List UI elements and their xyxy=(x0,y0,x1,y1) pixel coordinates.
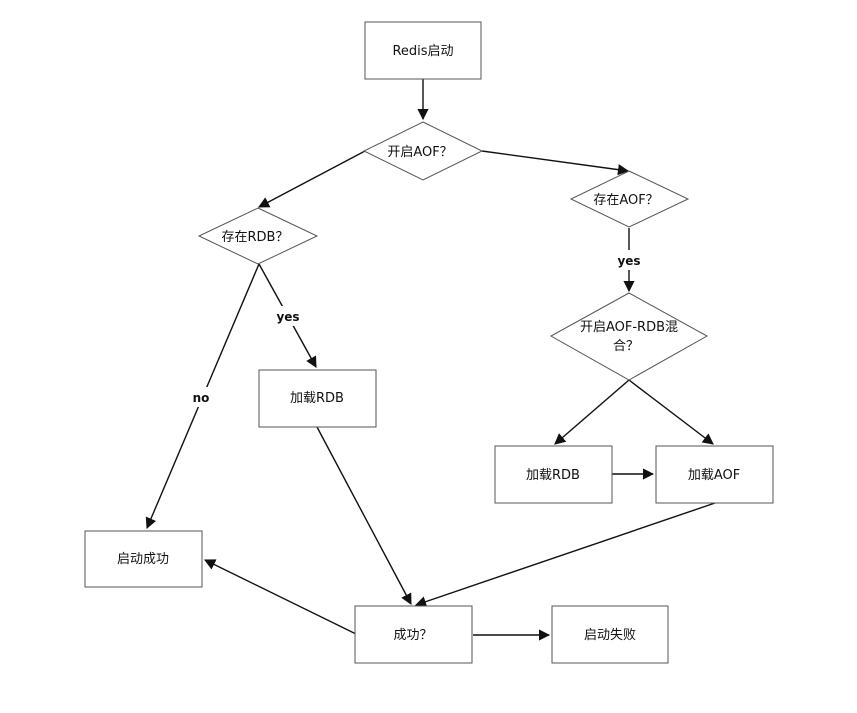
node-load-aof: 加载AOF xyxy=(655,445,774,504)
edge-load-aof-to-success-check xyxy=(414,502,716,608)
edge-hybrid-to-load-aof xyxy=(628,379,714,445)
edge-aof-enabled-to-aof-exists xyxy=(481,150,630,176)
label-bg xyxy=(188,387,214,407)
edge-label-aof-yes: yes xyxy=(617,254,640,268)
node-rdb-exists: 存在RDB？ xyxy=(197,207,319,265)
node-start-success: 启动成功 xyxy=(84,530,203,588)
node-label: 加载RDB xyxy=(526,468,580,483)
label-bg xyxy=(272,306,304,326)
edge-success-check-to-start-success xyxy=(203,559,357,635)
node-label-line2: 合？ xyxy=(613,339,639,354)
node-label: 启动失败 xyxy=(584,628,636,643)
edge-label-rdb-yes: yes xyxy=(276,310,299,324)
node-aof-exists: 存在AOF？ xyxy=(569,170,690,228)
node-redis-start: Redis启动 xyxy=(364,21,482,80)
node-label: 存在AOF？ xyxy=(593,193,658,208)
node-label: 存在RDB？ xyxy=(222,230,289,245)
edge-label-rdb-no: no xyxy=(193,391,210,405)
node-label-line1: 开启AOF-RDB混 xyxy=(580,320,678,335)
label-bg xyxy=(613,250,645,270)
node-load-rdb-right: 加载RDB xyxy=(494,445,613,504)
node-label: 加载AOF xyxy=(688,468,740,483)
node-load-rdb-left: 加载RDB xyxy=(258,369,377,428)
node-hybrid-enabled: 开启AOF-RDB混 合？ xyxy=(549,292,709,381)
edge-aof-enabled-to-rdb-exists xyxy=(258,150,366,208)
edge-load-rdb-left-to-success-check xyxy=(316,426,412,605)
edge-hybrid-to-load-rdb-right xyxy=(554,379,630,445)
node-aof-enabled: 开启AOF？ xyxy=(362,121,484,181)
node-label: 加载RDB xyxy=(290,391,344,406)
node-label: 成功？ xyxy=(393,628,432,643)
node-label: 开启AOF？ xyxy=(387,145,452,160)
node-success-check: 成功？ xyxy=(354,605,473,664)
edge-labels: yes no yes xyxy=(188,250,645,407)
node-start-fail: 启动失败 xyxy=(551,605,669,664)
node-label: Redis启动 xyxy=(392,44,453,59)
node-label: 启动成功 xyxy=(117,552,169,567)
